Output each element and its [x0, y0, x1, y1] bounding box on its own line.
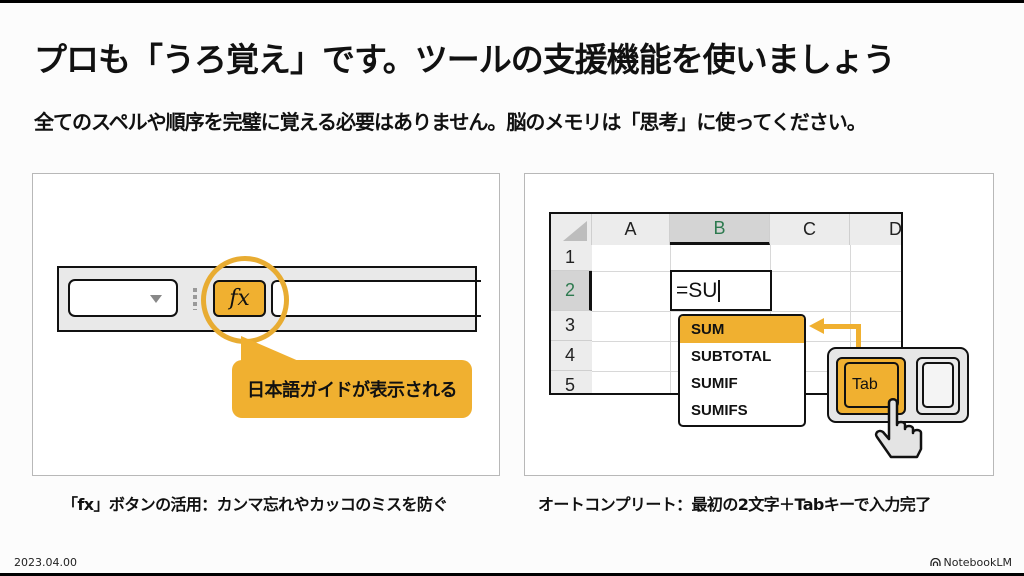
row-header-5[interactable]: 5: [551, 371, 592, 393]
grip-handle-icon[interactable]: [193, 288, 197, 310]
column-header-b[interactable]: B: [670, 214, 770, 245]
notebooklm-logo-icon: [929, 558, 941, 566]
autocomplete-dropdown: SUM SUBTOTAL SUMIF SUMIFS: [678, 314, 806, 427]
row-header-3[interactable]: 3: [551, 311, 592, 341]
slide-subtitle: 全てのスペルや順序を完璧に覚える必要はありません。脳のメモリは「思考」に使ってく…: [34, 110, 867, 134]
callout-text: 日本語ガイドが表示される: [247, 380, 458, 401]
tab-key-label: Tab: [844, 362, 899, 408]
row-header-1[interactable]: 1: [551, 245, 592, 271]
fx-button-illustration-panel: fx 日本語ガイドが表示される: [32, 173, 500, 476]
pointing-hand-icon: [874, 398, 923, 459]
formula-input[interactable]: [271, 280, 481, 317]
active-cell-b2[interactable]: =SU: [670, 270, 772, 311]
name-box[interactable]: [68, 279, 178, 317]
row-header-4[interactable]: 4: [551, 341, 592, 371]
gridline: [670, 245, 671, 393]
footer-date: 2023.04.00: [14, 556, 77, 569]
highlight-ring: [201, 256, 289, 344]
column-header-c[interactable]: C: [770, 214, 850, 245]
gridline: [850, 245, 851, 393]
right-caption: オートコンプリート：最初の2文字＋Tabキーで入力完了: [538, 495, 931, 514]
slide-title: プロも「うろ覚え」です。ツールの支援機能を使いましょう: [34, 40, 896, 79]
slide: プロも「うろ覚え」です。ツールの支援機能を使いましょう 全てのスペルや順序を完璧…: [0, 3, 1024, 573]
column-header-d[interactable]: D: [850, 214, 901, 245]
arrow-left-icon: [809, 318, 824, 334]
autocomplete-item-sum[interactable]: SUM: [680, 316, 804, 343]
callout-bubble: 日本語ガイドが表示される: [232, 360, 472, 418]
select-all-corner[interactable]: [551, 214, 592, 245]
left-caption: 「fx」ボタンの活用：カンマ忘れやカッコのミスを防ぐ: [62, 495, 448, 514]
brand-name: NotebookLM: [943, 556, 1012, 569]
arrow-icon: [823, 324, 861, 329]
dropdown-caret-icon: [150, 295, 162, 303]
row-header-2[interactable]: 2: [551, 271, 592, 311]
autocomplete-item-subtotal[interactable]: SUBTOTAL: [691, 348, 772, 365]
cell-value: =SU: [676, 278, 718, 302]
callout-tail: [241, 336, 301, 362]
text-cursor: [718, 279, 720, 302]
autocomplete-item-sumif[interactable]: SUMIF: [691, 375, 738, 392]
arrow-icon: [856, 324, 861, 358]
gridline: [592, 311, 901, 312]
blank-key: [916, 357, 960, 415]
autocomplete-illustration-panel: A B C D 1 2 3 4 5 =SU SUM SUBTOTAL SUMIF…: [524, 173, 994, 476]
column-header-a[interactable]: A: [592, 214, 670, 245]
autocomplete-item-sumifs[interactable]: SUMIFS: [691, 402, 748, 419]
footer-brand: NotebookLM: [929, 556, 1012, 569]
